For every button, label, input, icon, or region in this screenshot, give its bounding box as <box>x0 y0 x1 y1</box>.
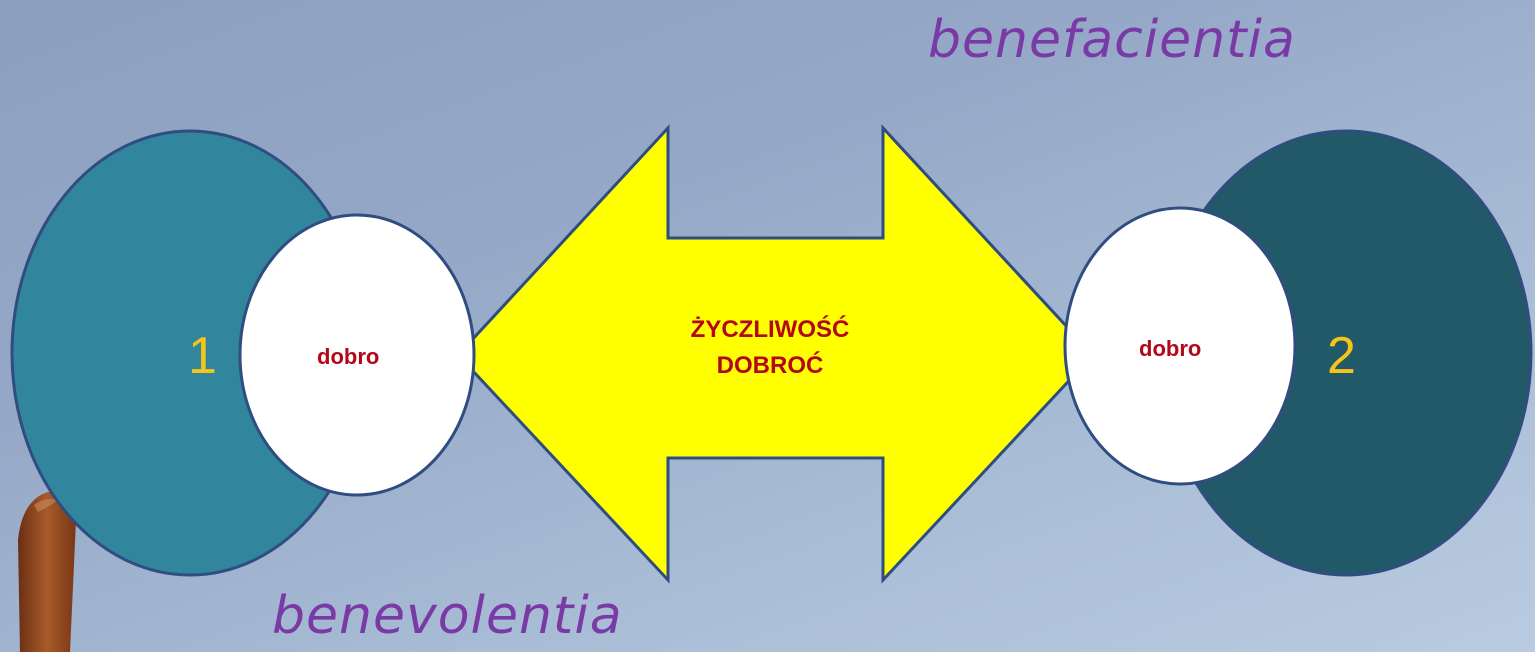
right-inner-circle <box>1063 206 1297 486</box>
arrow-text-line1: ŻYCZLIWOŚĆ <box>690 316 850 343</box>
left-dobro-label: dobro <box>317 344 380 369</box>
arrow-text-line2: DOBROĆ <box>716 352 824 379</box>
right-dobro-label: dobro <box>1139 336 1202 361</box>
benevolentia-label: benevolentia <box>272 586 623 646</box>
right-number: 2 <box>1327 327 1356 385</box>
left-number: 1 <box>188 327 217 385</box>
benefacientia-label: benefacientia <box>928 10 1296 70</box>
left-inner-circle <box>238 213 476 497</box>
